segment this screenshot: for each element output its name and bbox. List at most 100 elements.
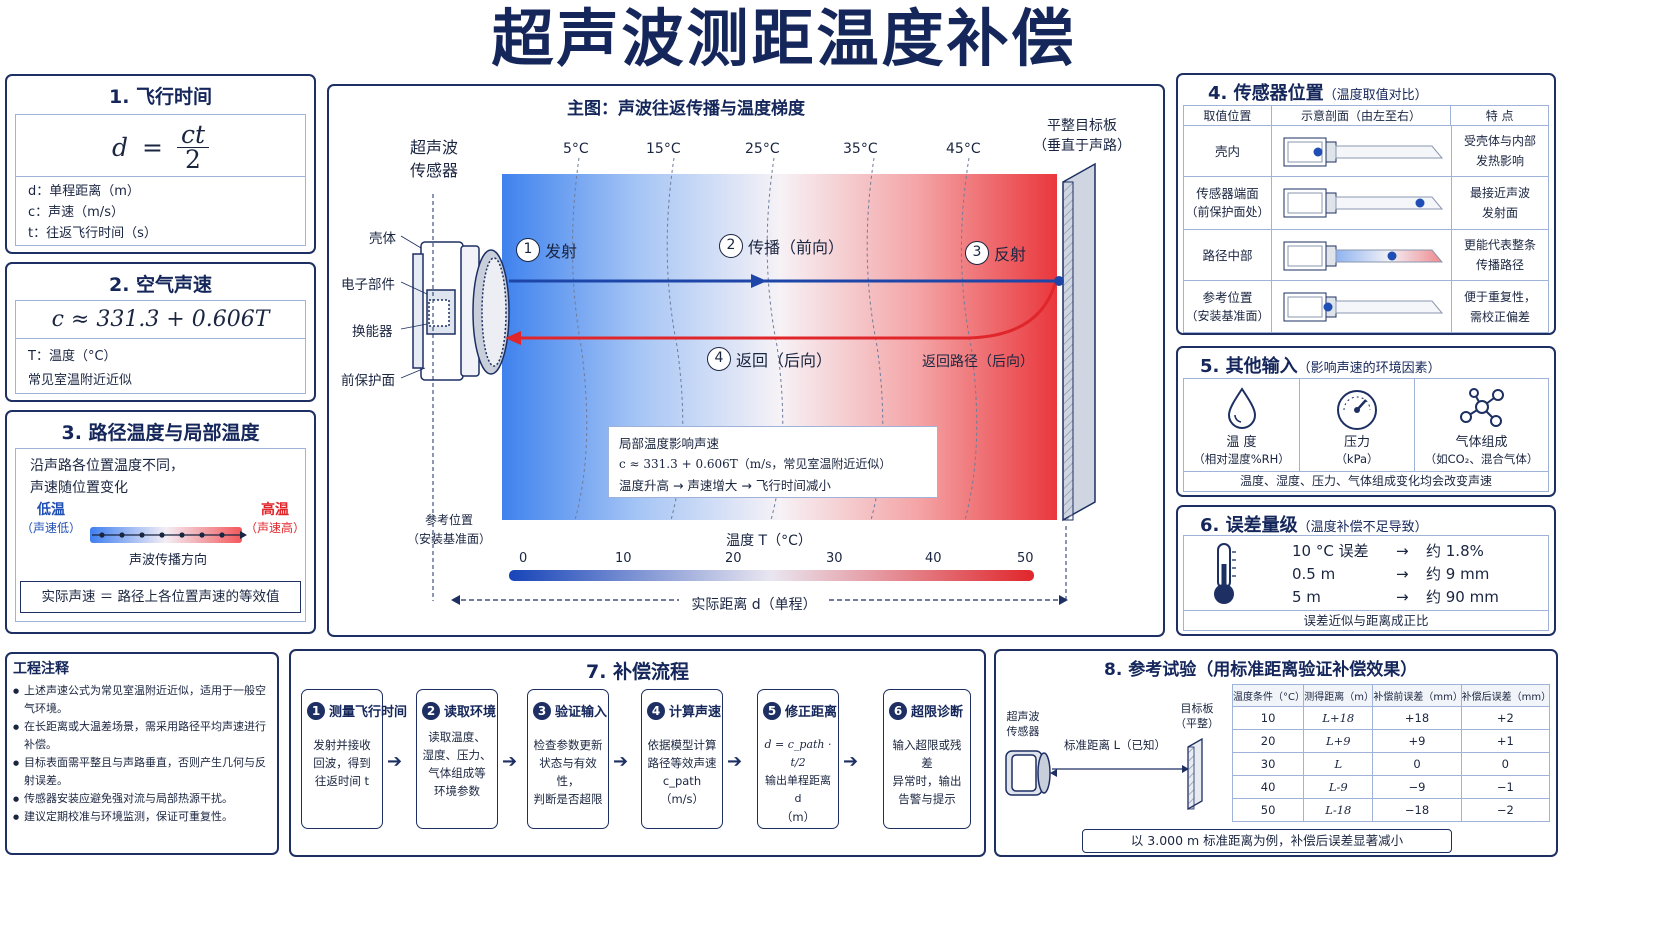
callout-front-face [400, 367, 426, 379]
temp-label-35: 35°C [843, 141, 878, 157]
row-mid-pos: 路径中部 [1184, 230, 1272, 280]
section-sketch-inside [1283, 137, 1444, 167]
step-propagate: 2 传播（前向） [719, 234, 844, 258]
flow-step-2-title: 读取环境 [444, 705, 497, 720]
speed-formula-box: c ≈ 331.3 + 0.606T T：温度（°C） 常见室温附近近似 [15, 300, 306, 394]
flow-step-6-title: 超限诊断 [911, 705, 964, 720]
flow-arrow-3: ➔ [613, 751, 629, 772]
step-reflect-label: 反射 [994, 245, 1027, 264]
scale-tick-30: 30 [826, 551, 843, 566]
test-target-label-2: （平整） [1175, 717, 1219, 730]
temperature-scale-bar [509, 570, 1034, 581]
test-table-row: 40 L-9 −9 −1 [1231, 775, 1551, 799]
test-r2-c4: +1 [1460, 729, 1551, 753]
pressure-label: 压力 [1343, 435, 1370, 450]
flow-4-line-3: c_path（m/s） [659, 774, 705, 806]
test-r3-c2: L [1303, 752, 1374, 776]
humidity-sub: （相对湿度%RH） [1193, 452, 1290, 466]
step-reflect-number: 3 [965, 241, 989, 265]
panel-time-of-flight: 1. 飞行时间 d = ct 2 d：单程距离（m） c：声速（m/s） t：往… [5, 74, 316, 254]
isotherm-5 [572, 157, 588, 521]
step-propagate-label: 传播（前向） [748, 238, 845, 257]
error-row: 0.5 m→约 9 mm [1292, 563, 1499, 586]
target-plate [1062, 162, 1096, 522]
notes-list: 上述声速公式为常见室温附近近似，适用于一般空气环境。 在长距离或大温差场景，需采… [13, 682, 271, 826]
error-row-3-arrow: → [1396, 588, 1409, 606]
p4-title-text: 4. 传感器位置 [1208, 83, 1324, 104]
test-r5-c2: L-18 [1303, 798, 1374, 822]
flow-3-line-1: 检查参数更新 [533, 738, 603, 752]
test-th-after: 补偿后误差（mm） [1460, 684, 1551, 707]
table-header-row: 取值位置 示意剖面（由左至右） 特 点 [1183, 105, 1549, 126]
part-housing: 壳体 [369, 231, 396, 247]
section-sketch-ref [1283, 292, 1444, 322]
error-row-3-b: 约 90 mm [1426, 588, 1499, 606]
feat-ref-2: 需校正偏差 [1469, 309, 1530, 324]
path-temp-desc: 沿声路各位置温度不同， 声速随位置变化 [30, 455, 184, 499]
test-r4-c3: −9 [1372, 775, 1462, 799]
temperature-scale-title: 温度 T（°C） [726, 533, 812, 549]
test-r5-c4: −2 [1460, 798, 1551, 822]
row-ref-pos: 参考位置（安装基准面） [1184, 281, 1272, 332]
speed-note-approx: 常见室温附近近似 [28, 373, 133, 388]
thermometer-icon [1214, 543, 1236, 604]
formula-fraction: ct 2 [176, 122, 210, 172]
pos-ref-1: 参考位置 [1202, 289, 1253, 305]
th-feature: 特 点 [1450, 105, 1549, 126]
panel-engineering-notes: 工程注释 上述声速公式为常见室温附近近似，适用于一般空气环境。 在长距离或大温差… [5, 652, 279, 855]
page-title: 超声波测距温度补偿 [491, 2, 1077, 75]
target-label: 平整目标板 （垂直于声路） [1017, 116, 1147, 156]
panel-2-title: 2. 空气声速 [108, 274, 213, 296]
panel-reference-test: 8. 参考试验（用标准距离验证补偿效果） 超声波 传感器 目标板 （平整） 标准… [994, 649, 1558, 857]
test-setup-sketch [1005, 737, 1203, 811]
test-table-row: 20 L+9 +9 +1 [1231, 729, 1551, 753]
note-item: 在长距离或大温差场景，需采用路径平均声速进行补偿。 [13, 718, 271, 754]
path-gradient-bar [90, 527, 247, 543]
flow-2-line-1: 读取温度、 [428, 730, 486, 744]
test-table-row: 30 L 0 0 [1231, 752, 1551, 776]
step-emit-number: 1 [516, 238, 540, 262]
flow-4-line-1: 依据模型计算 [647, 738, 717, 752]
note-item: 目标表面需平整且与声路垂直，否则产生几何与反射误差。 [13, 754, 271, 790]
reference-test-table: 温度条件（°C） 测得距离（m） 补偿前误差（mm） 补偿后误差（mm） 10 … [1231, 684, 1551, 822]
table-row: 路径中部 更能代表整条传播路径 [1183, 230, 1549, 281]
scale-tick-20: 20 [725, 551, 742, 566]
flow-1-line-2: 回波，得到 [313, 756, 371, 770]
input-gas: 气体组成 （如CO₂、混合气体） [1415, 379, 1548, 471]
flow-step-4-number: 4 [647, 701, 665, 720]
legend-c: c：声速（m/s） [28, 205, 124, 220]
test-table-header: 温度条件（°C） 测得距离（m） 补偿前误差（mm） 补偿后误差（mm） [1231, 684, 1551, 707]
flow-step-6-number: 6 [889, 701, 907, 720]
row-ref-feat: 便于重复性，需校正偏差 [1452, 281, 1548, 332]
panel-sensor-position: 4. 传感器位置（温度取值对比） 取值位置 示意剖面（由左至右） 特 点 壳内 … [1176, 73, 1556, 335]
note-item: 传感器安装应避免强对流与局部热源干扰。 [13, 790, 271, 808]
flow-step-2-number: 2 [422, 701, 440, 720]
step-propagate-number: 2 [719, 234, 743, 258]
error-row: 10 °C 误差→约 1.8% [1292, 540, 1499, 563]
table-row: 传感器端面（前保护面处） 最接近声波发射面 [1183, 177, 1549, 230]
table-row: 参考位置（安装基准面） 便于重复性，需校正偏差 [1183, 281, 1549, 333]
test-r5-c3: −18 [1372, 798, 1462, 822]
target-label-2: （垂直于声路） [1033, 138, 1131, 154]
note-item: 上述声速公式为常见室温附近近似，适用于一般空气环境。 [13, 682, 271, 718]
speed-formula: c ≈ 331.3 + 0.606T [16, 301, 305, 339]
low-temp-label: 低温 （声速低） [18, 499, 84, 536]
path-desc-2: 声速随位置变化 [30, 480, 128, 496]
info-line-2: c ≈ 331.3 + 0.606T（m/s，常见室温附近近似） [619, 457, 892, 471]
test-r2-c3: +9 [1372, 729, 1462, 753]
flow-3-line-3: 判断是否超限 [533, 792, 603, 806]
step-return-label: 返回（后向） [736, 351, 833, 370]
isotherm-45 [961, 157, 978, 521]
high-temp: 高温 [261, 502, 289, 518]
test-th-measured: 测得距离（m） [1303, 684, 1374, 707]
step-emit-label: 发射 [545, 242, 578, 261]
formula-equals: = [142, 133, 163, 162]
panel-sound-speed: 2. 空气声速 c ≈ 331.3 + 0.606T T：温度（°C） 常见室温… [5, 262, 316, 402]
p4-subtitle: （温度取值对比） [1323, 88, 1428, 103]
scale-tick-0: 0 [519, 551, 528, 566]
p6-title-text: 6. 误差量级 [1200, 515, 1298, 536]
